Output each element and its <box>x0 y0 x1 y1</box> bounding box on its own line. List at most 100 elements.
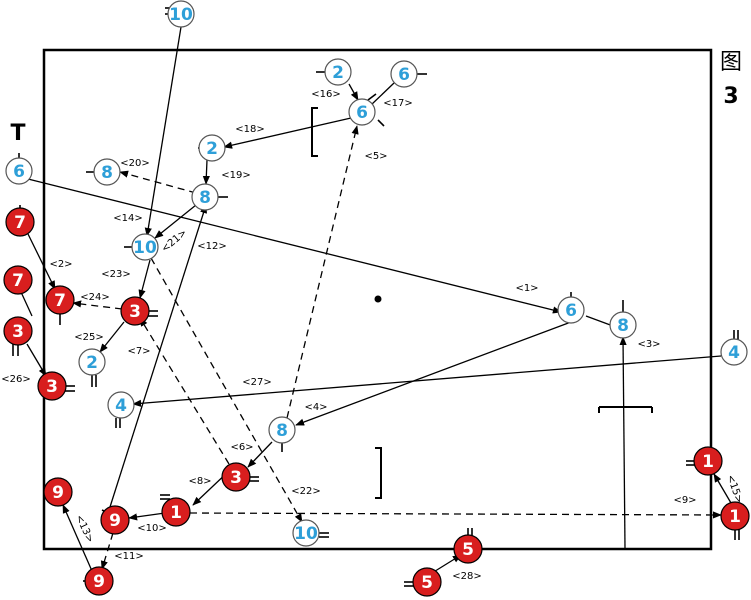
movement-line <box>128 512 166 521</box>
svg-text:5: 5 <box>462 540 474 560</box>
svg-text:10: 10 <box>294 524 318 544</box>
player-marker: 7 <box>3 265 33 295</box>
player-marker: 2 <box>78 348 106 376</box>
player-marker: 1 <box>720 501 750 531</box>
player-marker: 6 <box>5 157 33 185</box>
figure-title: 图 3 <box>716 46 746 114</box>
svg-text:8: 8 <box>617 316 629 336</box>
figure-title-number: 3 <box>723 84 739 109</box>
svg-text:3: 3 <box>46 377 58 397</box>
move-label: <2> <box>49 259 72 270</box>
svg-text:6: 6 <box>356 103 368 123</box>
t-marker: T <box>10 121 25 146</box>
move-label: <8> <box>188 476 211 487</box>
movement-line <box>247 441 273 468</box>
move-label: <12> <box>197 241 226 252</box>
player-marker: 8 <box>609 311 637 339</box>
player-marker: 2 <box>324 58 352 86</box>
svg-text:9: 9 <box>109 511 121 531</box>
svg-text:7: 7 <box>54 291 66 311</box>
court-center-dot <box>374 295 382 303</box>
svg-text:10: 10 <box>169 5 193 25</box>
move-label: <14> <box>113 213 142 224</box>
player-marker: 4 <box>107 391 135 419</box>
player-marker: 1 <box>693 446 723 476</box>
move-label: <24> <box>80 292 109 303</box>
movement-line <box>72 300 123 310</box>
svg-text:1: 1 <box>170 503 182 523</box>
player-marker: 6 <box>390 60 418 88</box>
move-label: <28> <box>452 571 481 582</box>
move-label: <10> <box>137 523 166 534</box>
move-label: <18> <box>235 124 264 135</box>
player-marker: 5 <box>453 534 483 564</box>
movement-line <box>119 170 197 194</box>
player-marker: 3 <box>120 296 150 326</box>
movement-line <box>348 83 359 101</box>
player-marker: 2 <box>198 134 226 162</box>
movement-line <box>370 82 395 106</box>
svg-text:4: 4 <box>115 396 127 416</box>
player-marker: 9 <box>84 566 114 596</box>
player-marker: 8 <box>191 183 219 211</box>
t-shape-right <box>598 406 653 413</box>
screen-bracket-top <box>311 107 318 157</box>
move-label: <6> <box>230 442 253 453</box>
svg-text:8: 8 <box>276 421 288 441</box>
svg-text:7: 7 <box>14 213 26 233</box>
move-label: <22> <box>291 486 320 497</box>
court-outline <box>42 48 713 551</box>
player-marker: 4 <box>720 338 748 366</box>
svg-text:1: 1 <box>702 452 714 472</box>
movement-line <box>62 504 93 572</box>
svg-text:7: 7 <box>12 271 24 291</box>
svg-text:9: 9 <box>52 483 64 503</box>
svg-text:1: 1 <box>729 507 741 527</box>
player-marker: 9 <box>100 505 130 535</box>
move-label: <20> <box>120 158 149 169</box>
player-marker: 3 <box>221 462 251 492</box>
player-marker: 3 <box>3 316 33 346</box>
movement-line <box>223 117 352 149</box>
move-label: <16> <box>311 89 340 100</box>
player-tick <box>377 119 385 127</box>
move-label: <23> <box>101 269 130 280</box>
movement-line <box>713 473 732 504</box>
svg-text:10: 10 <box>133 238 157 258</box>
svg-text:2: 2 <box>86 353 98 373</box>
move-label: <4> <box>304 402 327 413</box>
movement-line <box>202 159 210 185</box>
player-marker: 6 <box>348 98 376 126</box>
svg-text:5: 5 <box>421 573 433 593</box>
movement-line <box>144 26 182 237</box>
move-label: <19> <box>221 170 250 181</box>
movement-line <box>154 204 197 239</box>
player-ticks <box>12 7 740 587</box>
move-label: <5> <box>364 151 387 162</box>
movement-line <box>295 321 572 426</box>
player-marker: 7 <box>45 285 75 315</box>
player-tick <box>367 93 377 101</box>
player-marker: 10 <box>131 233 159 261</box>
movement-line <box>109 204 207 508</box>
movement-line <box>20 291 33 317</box>
svg-text:8: 8 <box>101 163 113 183</box>
move-label: <11> <box>114 551 143 562</box>
player-marker: 10 <box>167 0 195 28</box>
move-label: <9> <box>673 495 696 506</box>
movement-line <box>619 336 627 549</box>
player-marker: 6 <box>557 296 585 324</box>
movement-line <box>99 321 125 353</box>
player-marker: 8 <box>268 416 296 444</box>
movement-line <box>27 233 56 290</box>
movement-line <box>585 315 614 327</box>
movement-line <box>100 532 114 570</box>
movement-line <box>150 257 303 523</box>
svg-text:4: 4 <box>728 343 740 363</box>
svg-text:6: 6 <box>13 162 25 182</box>
movement-line <box>189 511 722 519</box>
move-label: <1> <box>515 283 538 294</box>
move-label: <17> <box>383 98 412 109</box>
movement-line <box>431 554 462 574</box>
